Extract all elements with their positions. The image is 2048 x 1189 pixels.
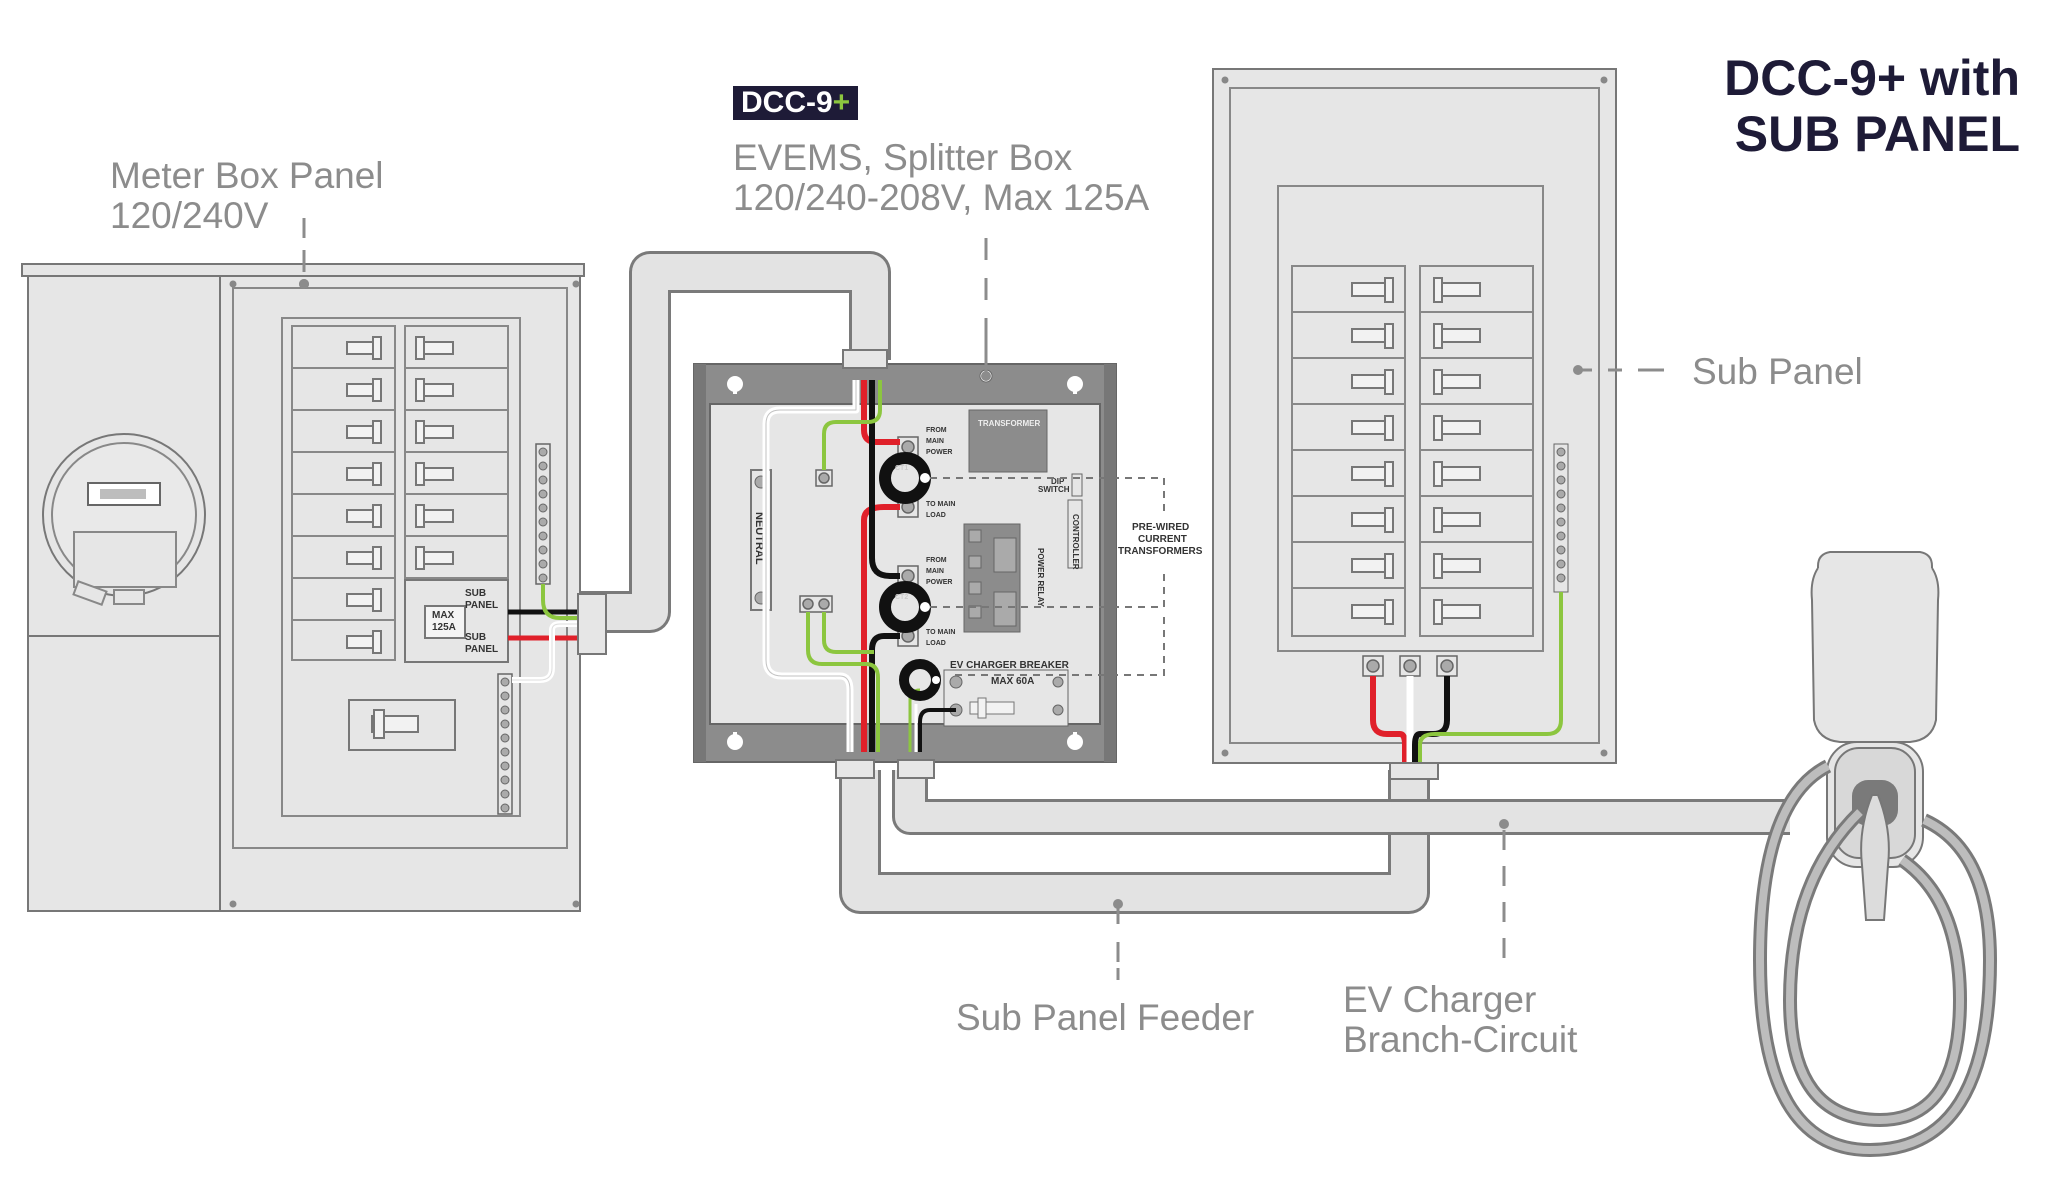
label-125a: 125A — [432, 622, 456, 633]
label-from-main-2b: MAIN — [926, 568, 944, 575]
label-sub-panel-top-1: SUB — [465, 588, 486, 599]
label-neutral: NEUTRAL — [753, 512, 765, 565]
label-dip-1: DIP — [1051, 477, 1065, 486]
dcc-box: NEUTRAL TRANSFORMER DIP SWITCH CONTROLLE… — [693, 349, 1203, 779]
current-transformers: CT1 CT2 — [879, 452, 941, 701]
meter-wires — [508, 584, 580, 683]
label-from-main-1c: POWER — [926, 449, 952, 456]
label-sub-panel-bot-1: SUB — [465, 632, 486, 643]
badge-plus: + — [832, 86, 851, 119]
sub-bottom-fitting — [1389, 762, 1439, 780]
dip-switch — [1071, 473, 1083, 497]
callout-sub-panel: Sub Panel — [1692, 352, 1863, 392]
sub-lugs — [1362, 655, 1458, 677]
label-max: MAX — [432, 610, 455, 621]
label-ct1: CT1 — [895, 465, 908, 472]
label-power-relay: POWER RELAY — [1036, 548, 1045, 607]
meter-conduit-fitting — [577, 593, 607, 655]
label-ct2: CT2 — [895, 594, 908, 601]
callout-leaders — [302, 218, 1664, 980]
callout-evems-line2: 120/240-208V, Max 125A — [733, 177, 1150, 218]
sub-panel-breaker — [404, 579, 509, 663]
label-max-60a: MAX 60A — [991, 676, 1034, 687]
meter-breakers — [346, 336, 456, 751]
label-to-main-1b: LOAD — [926, 512, 946, 519]
callout-ev-charger-line2: Branch-Circuit — [1343, 1019, 1578, 1060]
ev-charger — [1752, 551, 1998, 1158]
callout-meter-box-line1: Meter Box Panel — [110, 155, 384, 196]
dcc-badge: DCC-9+ — [733, 86, 859, 120]
label-from-main-1a: FROM — [926, 427, 947, 434]
sub-wires — [1370, 592, 1563, 768]
label-ev-breaker: EV CHARGER BREAKER — [950, 660, 1070, 671]
dcc-top-fitting — [842, 349, 888, 369]
label-transformer: TRANSFORMER — [978, 419, 1040, 428]
dcc-bottom-fitting-2 — [897, 759, 935, 779]
label-from-main-1b: MAIN — [926, 438, 944, 445]
dcc-wires — [762, 380, 956, 752]
label-to-main-2a: TO MAIN — [926, 629, 955, 636]
sub-panel — [1212, 68, 1617, 780]
callout-evems: EVEMS, Splitter Box 120/240-208V, Max 12… — [733, 138, 1149, 218]
label-dip-2: SWITCH — [1038, 485, 1070, 494]
callout-dots — [299, 279, 1583, 909]
label-sub-panel-top-2: PANEL — [465, 600, 498, 611]
badge-text: DCC-9 — [741, 86, 833, 119]
dcc-bottom-fitting-1 — [835, 759, 875, 779]
conduits — [580, 251, 1790, 914]
label-sub-panel-bot-2: PANEL — [465, 644, 498, 655]
callout-ev-charger-line1: EV Charger — [1343, 979, 1537, 1020]
callout-sub-panel-feeder: Sub Panel Feeder — [956, 998, 1254, 1038]
label-prewired-3: TRANSFORMERS — [1118, 546, 1203, 557]
label-prewired-1: PRE-WIRED — [1132, 522, 1189, 533]
label-controller: CONTROLLER — [1071, 514, 1080, 570]
label-from-main-2a: FROM — [926, 557, 947, 564]
label-to-main-1a: TO MAIN — [926, 501, 955, 508]
transformer — [968, 409, 1048, 473]
ct-dashed-callouts — [930, 477, 1165, 676]
callout-sub-panel-text: Sub Panel — [1692, 351, 1863, 392]
electric-meter — [42, 433, 206, 606]
label-to-main-2b: LOAD — [926, 640, 946, 647]
callout-meter-box-line2: 120/240V — [110, 195, 269, 236]
title-line-2: SUB PANEL — [1734, 106, 2020, 162]
dcc-mount-holes — [727, 376, 1084, 750]
ev-charger-breaker — [943, 669, 1069, 727]
meter-box-panel: SUB PANEL MAX 125A SUB PANEL — [21, 263, 607, 912]
callout-evems-line1: EVEMS, Splitter Box — [733, 137, 1073, 178]
diagram-title: DCC-9+ with SUB PANEL — [1724, 50, 2020, 162]
callout-ev-charger: EV Charger Branch-Circuit — [1343, 980, 1577, 1060]
label-from-main-2c: POWER — [926, 579, 952, 586]
sub-breakers — [1351, 277, 1481, 625]
meter-terminal-screws — [500, 447, 548, 813]
label-prewired-2: CURRENT — [1138, 534, 1187, 545]
callout-sub-panel-feeder-text: Sub Panel Feeder — [956, 997, 1255, 1038]
callout-meter-box: Meter Box Panel 120/240V — [110, 156, 384, 236]
controller — [1067, 499, 1083, 569]
title-line-1: DCC-9+ with — [1724, 50, 2020, 106]
